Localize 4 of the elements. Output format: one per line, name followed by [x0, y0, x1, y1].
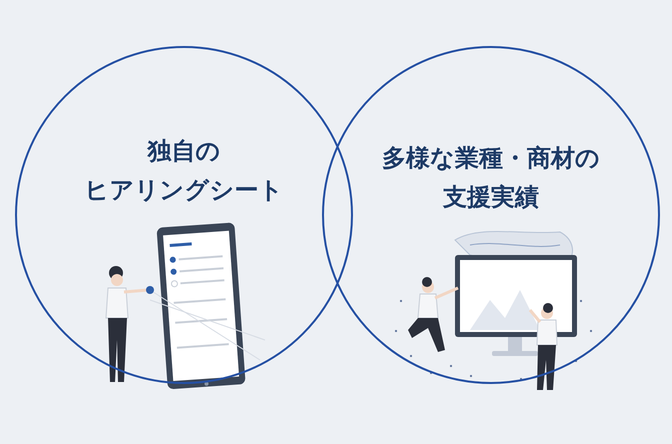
heading-text: 独自のヒアリングシート [84, 136, 284, 206]
circle [322, 46, 660, 384]
heading-text: 多様な業種・商材の支援実績 [381, 143, 601, 213]
circle [15, 46, 353, 384]
